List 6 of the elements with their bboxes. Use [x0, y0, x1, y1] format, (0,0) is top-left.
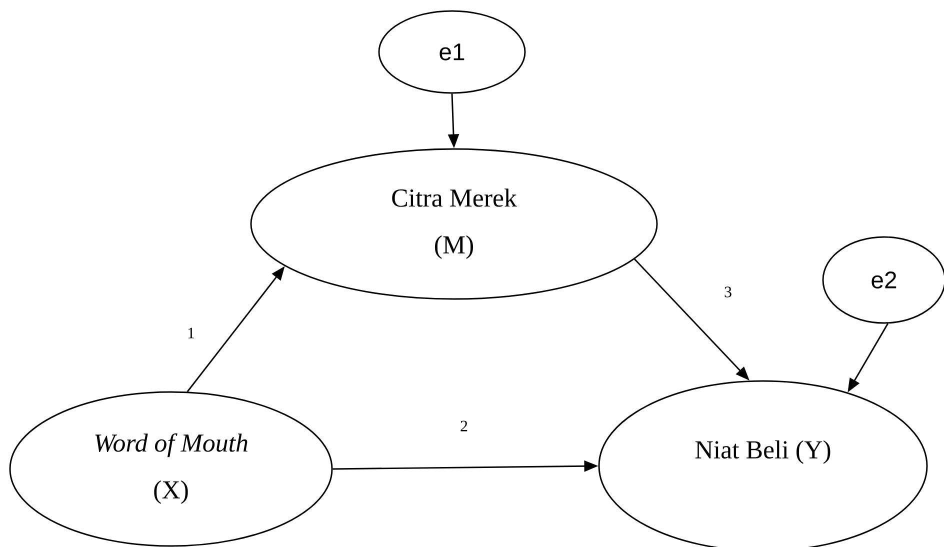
ellipse-node: Citra Merek (M) — [250, 148, 658, 300]
edge-label: 2 — [460, 420, 468, 432]
ellipse-node: e1 — [378, 10, 526, 94]
ellipse-node: Word of Mouth (X) — [9, 391, 333, 547]
edge-label: 1 — [188, 328, 194, 338]
edge-label: 3 — [724, 286, 732, 298]
